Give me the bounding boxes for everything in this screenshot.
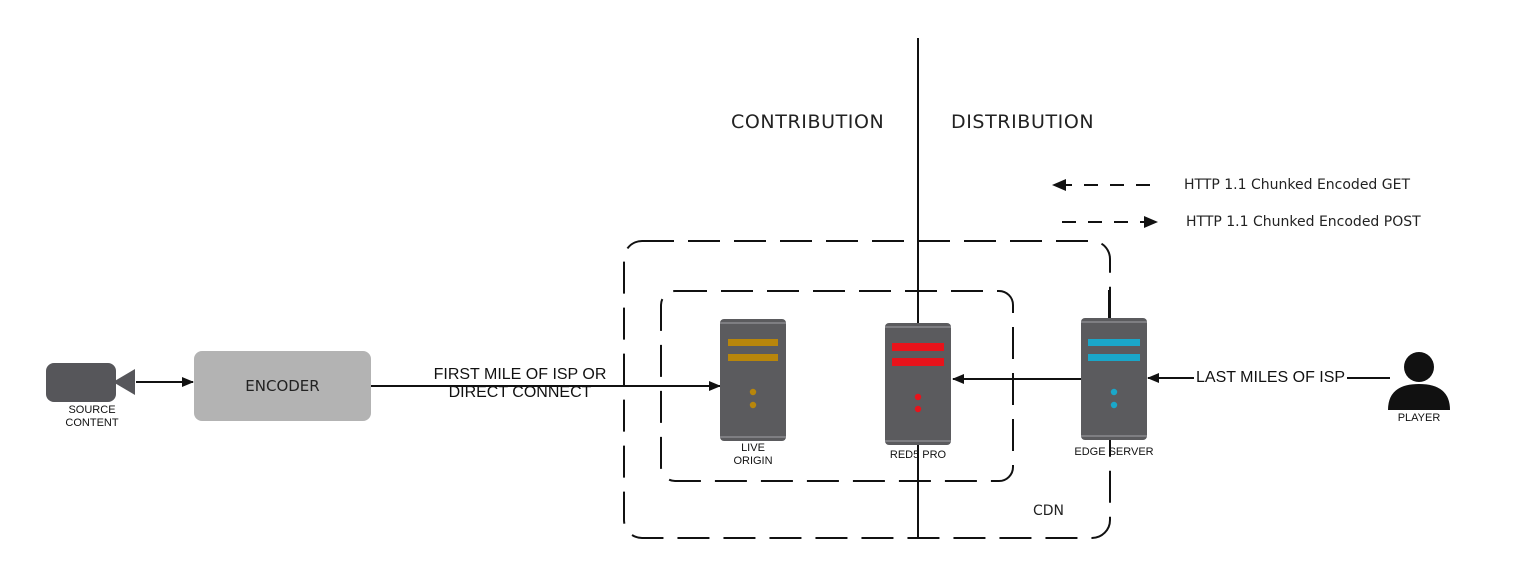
legend-get-label: HTTP 1.1 Chunked Encoded GET [1184,177,1411,193]
live-origin-label: LIVE ORIGIN [718,442,788,468]
first-mile-label: FIRST MILE OF ISP OR DIRECT CONNECT [420,366,620,402]
cdn-label: CDN [1033,503,1065,519]
encoder-box: ENCODER [194,351,371,421]
cdn-boundary [623,240,1111,539]
legend-get-arrow [1052,179,1152,191]
legend-post-arrow [1062,216,1158,228]
source-content-line1: SOURCE [68,404,116,416]
player-label: PLAYER [1397,412,1441,424]
edge-server-icon [1081,318,1147,440]
player-user-icon [1388,352,1450,410]
live-origin-server-icon [720,319,786,441]
encoder-label: ENCODER [245,377,320,395]
edge-server-label: EDGE SERVER [1074,446,1154,458]
distribution-header: DISTRIBUTION [951,111,1095,133]
first-mile-line2: DIRECT CONNECT [448,384,592,401]
legend-post-label: HTTP 1.1 Chunked Encoded POST [1186,214,1421,230]
source-content-line2: CONTENT [65,417,119,429]
first-mile-line1: FIRST MILE OF ISP OR [433,366,607,383]
live-origin-line2: ORIGIN [733,455,773,467]
origin-cluster-boundary [660,290,1014,482]
last-miles-label: LAST MILES OF ISP [1194,369,1348,387]
camera-icon [46,363,135,402]
contribution-header: CONTRIBUTION [731,111,885,133]
red5-pro-server-icon [885,323,951,445]
red5-pro-label: RED5 PRO [889,449,947,461]
live-origin-line1: LIVE [741,442,765,454]
source-content-label: SOURCE CONTENT [52,404,132,430]
